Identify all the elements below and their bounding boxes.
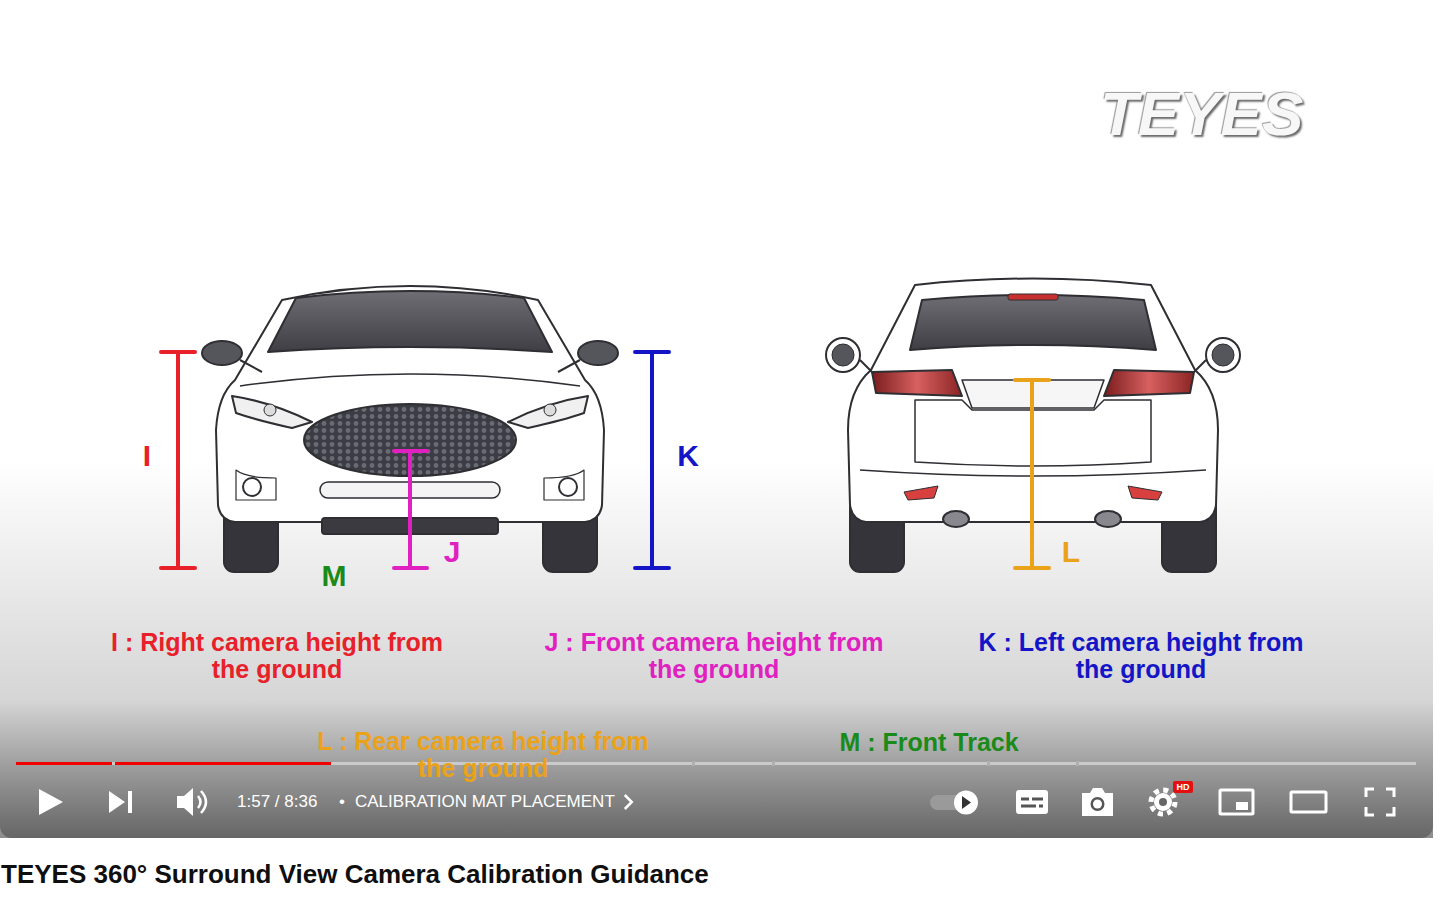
hd-badge-text: HD (1177, 782, 1190, 792)
subtitles-icon (1021, 799, 1043, 806)
volume-icon (177, 788, 193, 816)
time-display: 1:57 / 8:36 (237, 793, 317, 811)
controls-shade (0, 700, 1433, 838)
front-car (508, 396, 588, 428)
dimension-note: L : Rear camera height from the ground (303, 728, 663, 782)
front-car (264, 404, 276, 416)
next-icon (109, 791, 125, 813)
rear-car (1008, 294, 1058, 300)
progress-bar (16, 762, 1416, 765)
front-car (578, 341, 618, 365)
rear-car (1212, 344, 1234, 366)
settings-gear (1159, 798, 1167, 806)
rear-car (904, 486, 938, 500)
front-car (544, 404, 556, 416)
progress-bar (16, 761, 1416, 766)
left-height-line (635, 352, 669, 568)
fullscreen-icon (1366, 789, 1394, 815)
dimension-note: I : Right camera height from the ground (97, 629, 457, 683)
camera-icon (1082, 788, 1113, 816)
brand-watermark: TEYES (1100, 80, 1303, 147)
front-height-line (394, 451, 427, 568)
dimension-note: K : Left camera height from the ground (961, 629, 1321, 683)
rear-car (910, 295, 1156, 350)
right-height-line (161, 352, 195, 568)
dimension-note: J : Front camera height from the ground (534, 629, 894, 683)
rear-car (826, 279, 1240, 573)
separator-dot: • (339, 793, 345, 811)
progress-bar (987, 761, 990, 766)
front-height-line (394, 451, 427, 568)
rear-car (1095, 511, 1121, 527)
rear-height-line (1015, 380, 1049, 568)
volume-icon (198, 791, 206, 813)
autoplay-toggle (954, 791, 978, 815)
rear-car (1104, 370, 1194, 396)
rear-car (1206, 338, 1240, 372)
left-height-line (635, 352, 669, 568)
chapter-chevron (625, 795, 632, 809)
dimension-letter: L (1062, 536, 1080, 568)
dimension-letter: M (322, 560, 347, 592)
dimension-lines (161, 352, 1049, 568)
front-car (232, 396, 312, 428)
rear-car (943, 511, 969, 527)
settings-gear (1151, 790, 1175, 814)
next-icon (128, 791, 132, 813)
hd-badge (1173, 781, 1193, 793)
rear-car (872, 370, 962, 396)
rear-height-line (1015, 380, 1049, 568)
rear-car (832, 344, 854, 366)
dimension-letter: J (444, 536, 461, 568)
dimension-note: M : Front Track (839, 729, 1018, 756)
front-car (243, 478, 261, 496)
miniplayer-icon (1220, 790, 1253, 814)
subtitles-icon (1016, 790, 1048, 814)
autoplay-toggle (962, 796, 971, 809)
front-car (268, 291, 552, 352)
progress-bar (1076, 761, 1079, 766)
dimension-letter: I (143, 440, 151, 472)
progress-bar (16, 762, 112, 765)
front-car (559, 478, 577, 496)
front-car (240, 360, 580, 372)
rear-car (1128, 486, 1162, 500)
progress-bar (692, 761, 1079, 766)
progress-bar (692, 761, 695, 766)
chapter-title: CALIBRATION MAT PLACEMENT (355, 793, 615, 811)
miniplayer-icon (1236, 802, 1248, 810)
theater-icon (1291, 792, 1326, 812)
video-title: TEYES 360° Surround View Camera Calibrat… (1, 860, 709, 888)
front-car (202, 286, 618, 572)
settings-gear (1154, 793, 1172, 811)
front-car (240, 374, 580, 386)
progress-bar (115, 762, 331, 765)
play-icon (39, 789, 63, 815)
camera-icon (1091, 797, 1105, 811)
rear-car (826, 338, 860, 372)
camera-icon (1093, 800, 1102, 809)
progress-bar (772, 761, 775, 766)
dimension-letter: K (677, 440, 699, 472)
player-controls (39, 781, 1394, 816)
front-car (202, 341, 242, 365)
right-height-line (161, 352, 195, 568)
